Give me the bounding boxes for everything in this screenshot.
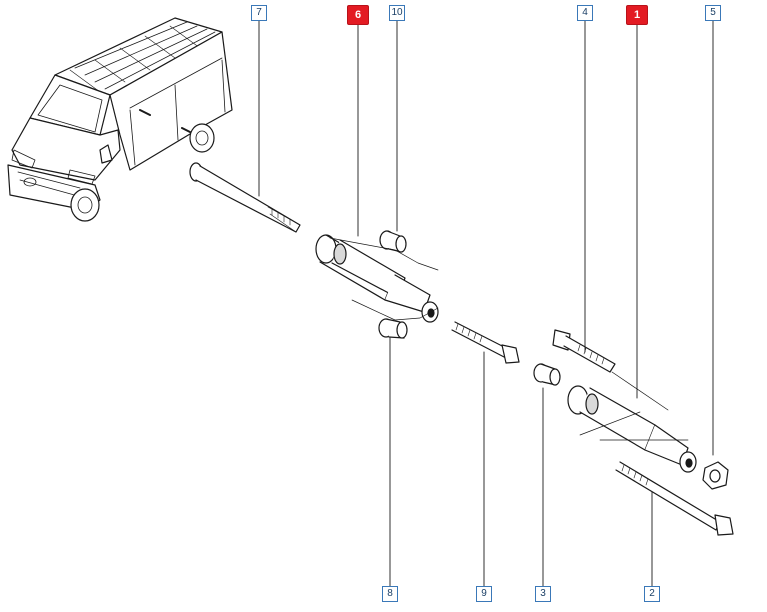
callout-part-7[interactable]: 7 <box>251 5 267 21</box>
nut-part-5 <box>702 461 729 490</box>
shock-absorber-part-6 <box>315 234 439 323</box>
bolt-part-4 <box>552 329 616 373</box>
bushing-part-8 <box>378 318 408 339</box>
shock-absorber-part-1 <box>567 385 697 473</box>
callout-part-4[interactable]: 4 <box>577 5 593 21</box>
callout-part-8[interactable]: 8 <box>382 586 398 602</box>
assembly-guides-right <box>579 371 689 441</box>
bushing-part-3 <box>533 363 561 386</box>
long-bolt-part-7 <box>189 162 301 233</box>
long-bolt-part-2 <box>615 461 734 536</box>
leader-lines <box>258 20 714 587</box>
assembly-guides-left <box>329 237 439 321</box>
callout-part-6[interactable]: 6 <box>347 5 369 25</box>
bushing-part-10 <box>379 230 407 253</box>
callout-part-9[interactable]: 9 <box>476 586 492 602</box>
callout-part-5[interactable]: 5 <box>705 5 721 21</box>
callout-part-3[interactable]: 3 <box>535 586 551 602</box>
van-illustration <box>7 17 233 222</box>
callout-part-2[interactable]: 2 <box>644 586 660 602</box>
bolt-part-9 <box>451 321 520 364</box>
callout-part-1[interactable]: 1 <box>626 5 648 25</box>
callout-part-10[interactable]: 10 <box>389 5 405 21</box>
